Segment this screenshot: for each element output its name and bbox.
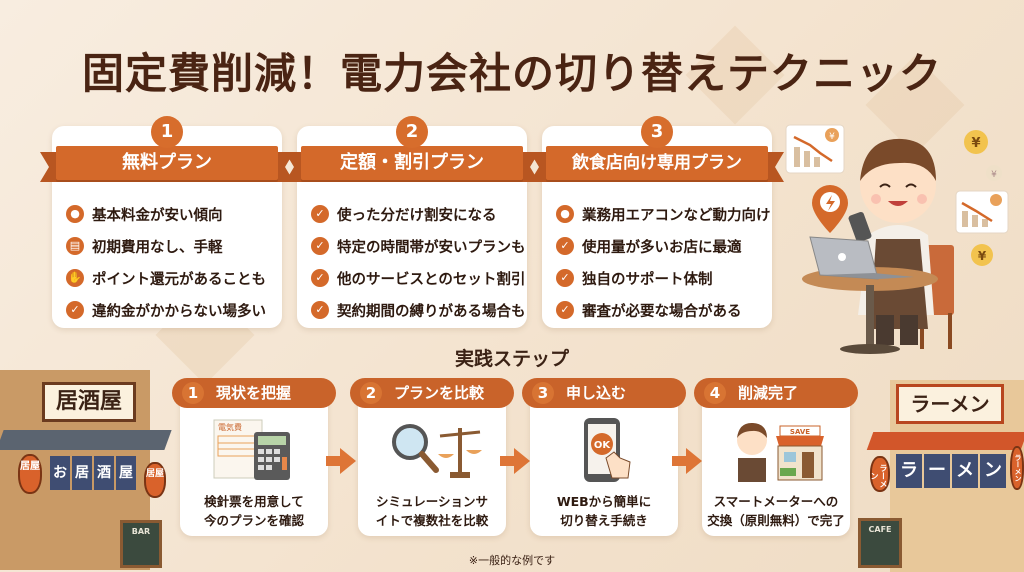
plan-card-fixed-discount: 2 定額・割引プラン ✓使った分だけ割安になる ✓特定の時間帯が安いプランも ✓… xyxy=(285,116,539,328)
plan-feature: ●業務用エアコンなど動力向け xyxy=(556,198,771,230)
step-description: スマートメーターへの 交換（原則無料）で完了 xyxy=(707,494,845,528)
lantern-icon: 居屋 xyxy=(144,462,166,498)
footnote: ※一般的な例です xyxy=(468,554,556,567)
svg-text:¥: ¥ xyxy=(978,249,987,263)
plan-feature: ✓審査が必要な場合がある xyxy=(556,294,764,326)
svg-text:OK: OK xyxy=(594,440,612,451)
arrow-right-icon xyxy=(326,448,356,474)
lantern-icon: ラーメン xyxy=(1010,446,1024,490)
plan-title: 飲食店向け専用プラン xyxy=(546,146,768,180)
check-icon: ✓ xyxy=(556,269,574,287)
check-icon: ✓ xyxy=(311,301,329,319)
izakaya-noren: お 居 酒 屋 xyxy=(50,456,136,490)
plan-number-badge: 2 xyxy=(396,116,428,148)
step-description: 検針票を用意して 今のプランを確認 xyxy=(203,494,304,528)
plan-feature: ✋ポイント還元があることも xyxy=(66,262,274,294)
plan-feature: ▤初期費用なし、手軽 xyxy=(66,230,274,262)
lightbulb-icon: ● xyxy=(556,205,574,223)
plan-feature: ✓契約期間の縛りがある場合も xyxy=(311,294,526,326)
plan-card-free: 1 無料プラン ●基本料金が安い傾向 ▤初期費用なし、手軽 ✋ポイント還元がある… xyxy=(40,116,294,328)
plan-feature: ✓違約金がかからない場多い xyxy=(66,294,274,326)
check-icon: ✓ xyxy=(556,237,574,255)
arrow-right-icon xyxy=(672,448,702,474)
cafe-board: CAFE xyxy=(858,518,902,568)
plan-ribbon: 飲食店向け専用プラン xyxy=(530,146,784,182)
hand-coin-icon: ✋ xyxy=(66,269,84,287)
svg-text:SAVE: SAVE xyxy=(790,428,810,436)
check-icon: ✓ xyxy=(311,237,329,255)
check-icon: ✓ xyxy=(311,269,329,287)
step-description: WEBから簡単に 切り替え手続き xyxy=(556,494,652,528)
plan-ribbon: 無料プラン xyxy=(40,146,294,182)
lightbulb-icon: ● xyxy=(66,205,84,223)
svg-text:¥: ¥ xyxy=(971,136,980,151)
ramen-sign: ラーメン xyxy=(896,384,1004,424)
izakaya-sign: 居酒屋 xyxy=(42,382,136,422)
lightning-pin-icon xyxy=(812,185,848,233)
ramen-noren: ラ ー メ ン xyxy=(896,454,1006,488)
plan-feature: ✓使った分だけ割安になる xyxy=(311,198,519,230)
check-icon: ✓ xyxy=(311,205,329,223)
plan-number-badge: 1 xyxy=(151,116,183,148)
lantern-icon: ラーメン xyxy=(870,456,890,492)
bill-calculator-icon: 電気費 xyxy=(213,419,290,480)
plan-feature: ●基本料金が安い傾向 xyxy=(66,198,274,230)
check-icon: ✓ xyxy=(66,301,84,319)
svg-text:¥: ¥ xyxy=(991,170,997,180)
arrow-right-icon xyxy=(500,448,530,474)
step-description: シミュレーションサ イトで複数社を比較 xyxy=(375,494,489,528)
ramen-shop-illustration: ラーメン ラ ー メ ン ラーメン ラーメン CAFE xyxy=(850,370,1024,572)
plan-title: 定額・割引プラン xyxy=(301,146,523,180)
izakaya-shop-illustration: 居酒屋 お 居 酒 屋 居屋 居屋 BAR xyxy=(0,350,180,572)
plan-feature: ✓特定の時間帯が安いプランも xyxy=(311,230,526,262)
plan-ribbon: 定額・割引プラン xyxy=(285,146,539,182)
magnifier-scale-icon xyxy=(392,424,482,478)
shop-owner-laptop-illustration: ¥ ¥ ¥ ¥ xyxy=(785,124,1009,354)
chart-down-bubble-icon xyxy=(955,190,1009,234)
menu-board: BAR xyxy=(120,520,162,568)
shop-owner-save-icon: SAVE xyxy=(737,422,824,482)
plan-feature: ✓他のサービスとのセット割引 xyxy=(311,262,525,294)
check-icon: ✓ xyxy=(556,301,574,319)
document-icon: ▤ xyxy=(66,237,84,255)
smartphone-ok-icon: OK xyxy=(584,418,631,482)
plan-feature: ✓独自のサポート体制 xyxy=(556,262,764,294)
svg-text:¥: ¥ xyxy=(829,132,835,142)
plan-title: 無料プラン xyxy=(56,146,278,180)
steps-title: 実践ステップ xyxy=(454,348,569,370)
page-title: 固定費削減！電力会社の切り替えテクニック xyxy=(81,49,942,98)
chart-down-bubble-icon: ¥ xyxy=(785,124,845,174)
plan-card-restaurant: 3 飲食店向け専用プラン ●業務用エアコンなど動力向け ✓使用量が多いお店に最適… xyxy=(530,116,784,328)
plan-feature: ✓使用量が多いお店に最適 xyxy=(556,230,764,262)
plan-number-badge: 3 xyxy=(641,116,673,148)
svg-text:電気費: 電気費 xyxy=(218,422,242,432)
lantern-icon: 居屋 xyxy=(18,454,42,494)
